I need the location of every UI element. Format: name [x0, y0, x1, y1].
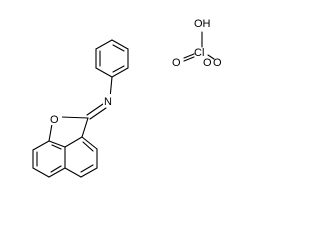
chlorine-label: Cl	[194, 47, 204, 59]
chemical-structure: N O OH Cl O O O	[32, 18, 222, 178]
imine-nitrogen-label: N	[104, 96, 112, 108]
imine-double-bond-b	[86, 103, 104, 116]
oxo-right-label: O	[213, 57, 222, 69]
ring-oxygen-label: O	[50, 114, 59, 126]
hydroxyl-label: OH	[194, 18, 211, 30]
furan-ring	[48, 116, 89, 148]
imine-double-bond-a	[89, 107, 107, 120]
perchloric-acid-bonds	[183, 31, 215, 62]
structure-canvas: N O OH Cl O O O	[32, 18, 222, 178]
naphthalene-core	[32, 136, 98, 178]
phenyl-ring	[95, 39, 129, 78]
oxo-lower-label: O	[203, 57, 212, 69]
oxo-left-label: O	[172, 57, 181, 69]
